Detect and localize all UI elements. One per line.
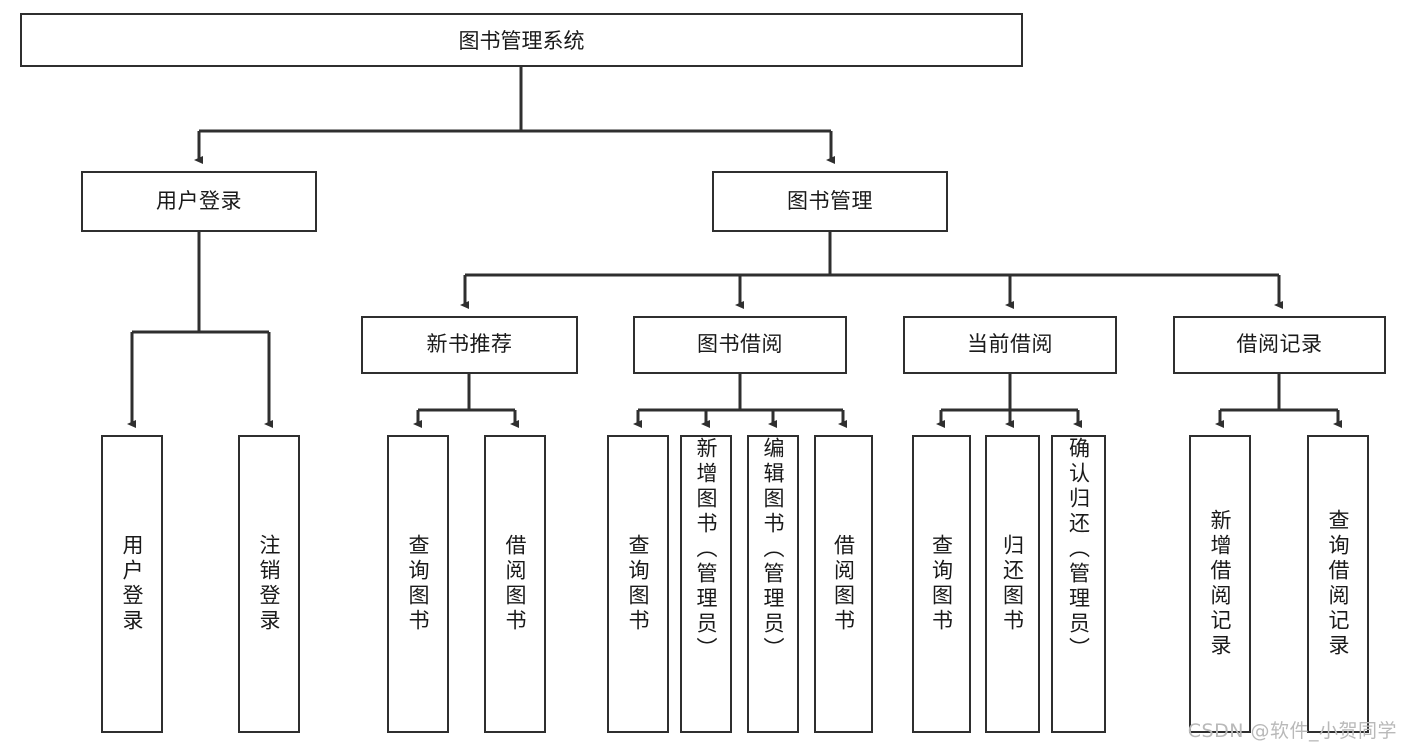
node-leaf-return-book[interactable]: 归还图书 [985, 435, 1040, 733]
node-leaf-confirm-return-admin-label: 确认归还（管理员） [1066, 437, 1091, 662]
node-leaf-user-login-label: 用户登录 [120, 534, 145, 634]
node-leaf-confirm-return-admin[interactable]: 确认归还（管理员） [1051, 435, 1106, 733]
node-leaf-add-borrow-record-label: 新增借阅记录 [1208, 509, 1233, 659]
node-new-book-recommend[interactable]: 新书推荐 [361, 316, 578, 374]
node-user-login-label: 用户登录 [156, 188, 242, 213]
node-leaf-logout-label: 注销登录 [257, 534, 282, 634]
node-leaf-edit-book-admin-label: 编辑图书（管理员） [761, 437, 786, 662]
node-leaf-add-borrow-record[interactable]: 新增借阅记录 [1189, 435, 1251, 733]
node-leaf-add-book-admin-label: 新增图书（管理员） [694, 437, 719, 662]
node-current-borrow-label: 当前借阅 [967, 332, 1053, 357]
node-book-management-label: 图书管理 [787, 188, 873, 213]
node-leaf-borrow-book-2-label: 借阅图书 [831, 534, 856, 634]
node-leaf-logout[interactable]: 注销登录 [238, 435, 300, 733]
node-user-login[interactable]: 用户登录 [81, 171, 317, 232]
node-book-management[interactable]: 图书管理 [712, 171, 948, 232]
node-leaf-query-book-2[interactable]: 查询图书 [607, 435, 669, 733]
node-current-borrow[interactable]: 当前借阅 [903, 316, 1117, 374]
node-leaf-query-borrow-record[interactable]: 查询借阅记录 [1307, 435, 1369, 733]
node-borrow-record[interactable]: 借阅记录 [1173, 316, 1386, 374]
node-leaf-query-book-1-label: 查询图书 [406, 534, 431, 634]
node-leaf-query-borrow-record-label: 查询借阅记录 [1326, 509, 1351, 659]
node-leaf-return-book-label: 归还图书 [1000, 534, 1025, 634]
node-new-book-recommend-label: 新书推荐 [426, 332, 513, 357]
node-leaf-query-book-1[interactable]: 查询图书 [387, 435, 449, 733]
node-leaf-edit-book-admin[interactable]: 编辑图书（管理员） [747, 435, 799, 733]
node-book-borrow[interactable]: 图书借阅 [633, 316, 847, 374]
watermark-text: CSDN @软件_小贺同学 [1187, 720, 1397, 742]
node-leaf-borrow-book-1[interactable]: 借阅图书 [484, 435, 546, 733]
node-leaf-borrow-book-1-label: 借阅图书 [503, 534, 528, 634]
node-leaf-query-book-3-label: 查询图书 [929, 534, 954, 634]
node-book-borrow-label: 图书借阅 [697, 332, 783, 357]
node-leaf-borrow-book-2[interactable]: 借阅图书 [814, 435, 873, 733]
node-borrow-record-label: 借阅记录 [1236, 332, 1323, 357]
node-root-label: 图书管理系统 [458, 29, 585, 53]
node-leaf-add-book-admin[interactable]: 新增图书（管理员） [680, 435, 732, 733]
node-leaf-query-book-3[interactable]: 查询图书 [912, 435, 971, 733]
node-root-system[interactable]: 图书管理系统 [20, 13, 1023, 67]
node-leaf-user-login[interactable]: 用户登录 [101, 435, 163, 733]
node-leaf-query-book-2-label: 查询图书 [626, 534, 651, 634]
